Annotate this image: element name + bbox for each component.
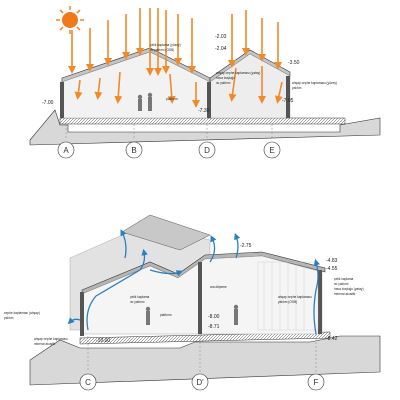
axis-bubble-b: B: [125, 141, 143, 159]
top-back-volume: [61, 51, 211, 119]
annot-far-right-4: mineral akustik: [334, 292, 356, 296]
top-slab: [59, 117, 346, 125]
elev-right-top-2: -4.55: [326, 266, 338, 272]
axis-label-d: D: [204, 146, 210, 155]
annot-bottom-left-2: mineral akustik: [34, 342, 56, 346]
annot-right-2: yalıtım: [292, 86, 302, 90]
annot-wall-2: hava boşluğu: [216, 76, 235, 80]
axis-label-a: A: [63, 146, 69, 155]
bottom-section: C D' F -2.75 -4.83 -4.55 -10.00 -8.00 -8…: [4, 214, 381, 391]
annot-ceiling: ara döşeme: [210, 285, 227, 289]
axis-bubble-f: F: [307, 373, 325, 391]
axis-bubble-c2: C: [79, 373, 97, 391]
top-wall-mid: [207, 82, 211, 118]
axis-label-f: F: [314, 378, 319, 387]
annot-right-b1: ahşap cephe kaplaması: [278, 295, 312, 299]
axis-bubble-dprime: D': [191, 373, 209, 391]
axis-label-dprime: D': [196, 378, 204, 387]
elev-floor-mid: -7.30: [198, 108, 210, 114]
elev-right-floor: -8.42: [326, 336, 338, 342]
bottom-annotations: ara döşeme cephe kaplaması (ahşap) yalıt…: [4, 277, 364, 346]
elev-floor-right: -7.05: [282, 98, 294, 104]
elev-mid-floor-2: -8.71: [208, 324, 220, 330]
bottom-terrain: [29, 335, 381, 386]
top-axis-bubbles: A B D E: [57, 141, 281, 159]
annot-roof-1: çelik kaplama (yüzey): [150, 43, 181, 47]
elev-ridge: -2.75: [240, 243, 252, 249]
annot-left-wall-2: yalıtım: [4, 316, 14, 320]
annot-platform2: platform: [160, 313, 172, 317]
annot-wall-3: ısı yalıtımı: [216, 81, 231, 85]
annot-wall-1: ahşap cephe kaplaması (yatay): [216, 71, 260, 75]
annot-far-right-2: ısı yalıtımı: [334, 282, 349, 286]
annot-right-b2: yalıtım (OSB): [278, 300, 297, 304]
top-annotations: çelik kaplama (yüzey) ısı yalıtımı (OSB)…: [150, 43, 337, 101]
sun-icon: [56, 6, 84, 34]
annot-right-1: ahşap cephe kaplaması (yüzey): [292, 81, 337, 85]
top-elevation-labels: -7.00 -2.03 -2.04 -3.50 -7.30 -7.05: [42, 34, 300, 114]
annot-bottom-left-1: ahşap cephe kaplaması: [34, 337, 68, 341]
top-terrain: [29, 109, 381, 146]
airflow-arrows: [67, 229, 321, 335]
bottom-elevation-labels: -2.75 -4.83 -4.55 -10.00 -8.00 -8.71 -8.…: [96, 243, 338, 344]
top-wall-right: [286, 76, 290, 118]
top-gridlines: [65, 124, 273, 140]
annot-mid-2: ısı yalıtımı: [130, 300, 145, 304]
axis-bubble-a: A: [57, 141, 75, 159]
top-section: A B D E -7.00 -2.03 -2.04 -3.50 -7.30 -7…: [29, 6, 381, 159]
annot-mid-1: çelik kaplama: [130, 295, 150, 299]
elev-ridge-a: -2.03: [215, 34, 227, 40]
elev-right-top-1: -4.83: [326, 258, 338, 264]
bottom-axis-bubbles: C D' F: [79, 373, 325, 391]
elev-mid-floor-1: -8.00: [208, 314, 220, 320]
bottom-wall-right: [318, 270, 322, 334]
annot-roof-2: ısı yalıtımı (OSB): [150, 48, 174, 52]
bottom-person-figures: [145, 304, 239, 325]
annot-far-right-1: çelik kaplama: [334, 277, 354, 281]
axis-label-b: B: [131, 146, 136, 155]
bottom-wall-left: [80, 292, 84, 336]
annot-platform: platform: [166, 97, 178, 101]
annot-left-wall-1: cephe kaplaması (ahşap): [4, 311, 40, 315]
axis-label-c2: C: [85, 378, 91, 387]
elev-right-eave: -3.50: [288, 60, 300, 66]
axis-bubble-d: E: [263, 141, 281, 159]
elev-ridge-b: -2.04: [215, 46, 227, 52]
top-person-figures: [137, 92, 153, 111]
elev-left-floor: -10.00: [96, 338, 110, 344]
axis-bubble-c: D: [198, 141, 216, 159]
axis-label-e: E: [269, 146, 274, 155]
bottom-gridlines: [87, 334, 317, 372]
elev-left-base: -7.00: [42, 100, 54, 106]
annot-far-right-3: hava boşluğu (yatay): [334, 287, 364, 291]
top-wall-left: [60, 82, 64, 118]
solar-ray-arrows: [68, 8, 283, 108]
bottom-right-panel-lines: [263, 262, 305, 330]
bottom-chimney-volume: [121, 214, 211, 251]
bottom-wall-mid: [198, 262, 202, 334]
